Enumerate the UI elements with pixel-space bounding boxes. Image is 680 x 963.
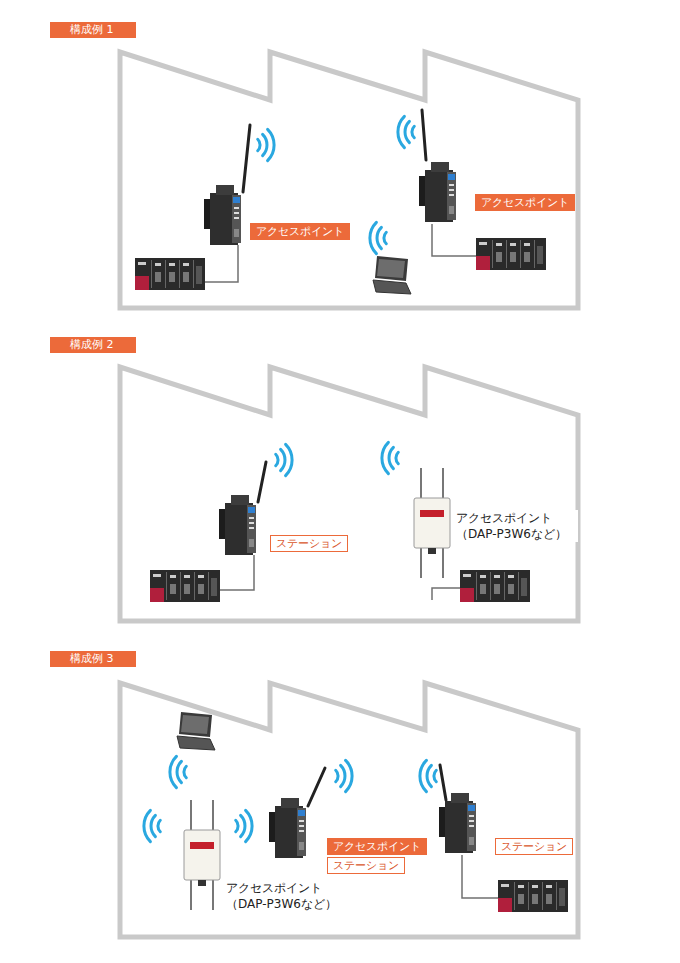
wireless-device [439, 793, 476, 853]
mode-tag-outlined: ステーション [495, 838, 573, 855]
outdoor-access-point [184, 800, 220, 910]
wireless-device [419, 162, 456, 222]
plc-unit [135, 258, 205, 290]
mode-text: アクセスポイント [333, 839, 421, 854]
plc-unit [150, 570, 220, 602]
factory-area: 構成例 2ステーション [120, 367, 578, 621]
mode-tag-outlined: ステーション [270, 535, 348, 552]
wireless-device [219, 495, 256, 555]
plc-unit [460, 570, 530, 602]
mode-tag-filled: アクセスポイント [250, 223, 350, 240]
antenna [243, 110, 446, 806]
radio-waves [382, 442, 398, 473]
wireless-device [204, 185, 241, 245]
wireless-device [269, 798, 306, 858]
example-heading: 構成例 1 [50, 22, 136, 38]
outdoor-access-point [414, 468, 450, 578]
mode-tag-filled: アクセスポイント [327, 838, 427, 855]
heading-text: 構成例 2 [70, 338, 114, 351]
cable [205, 224, 498, 898]
radio-waves [370, 222, 386, 253]
example-heading: 構成例 2 [50, 337, 136, 353]
heading-text: 構成例 3 [70, 652, 114, 665]
mode-text: アクセスポイント [481, 195, 569, 210]
laptop [177, 712, 215, 750]
mode-tag-filled: アクセスポイント [475, 194, 575, 211]
device-label: アクセスポイント （DAP-P3W6など） [456, 510, 578, 542]
mode-text: ステーション [501, 839, 567, 854]
radio-waves [398, 116, 414, 147]
factory-outline [120, 52, 578, 308]
plc-unit [498, 880, 568, 912]
plc-unit [476, 238, 546, 270]
laptop [373, 256, 411, 294]
factory-area: 構成例 3アクセスポイントステーションステーション [120, 683, 578, 937]
mode-text: ステーション [333, 858, 399, 873]
radio-waves [170, 756, 186, 787]
radio-waves [144, 810, 160, 841]
radio-waves [236, 810, 252, 841]
mode-tag-outlined: ステーション [327, 857, 405, 874]
radio-waves [276, 444, 292, 475]
device-label: アクセスポイント （DAP-P3W6など） [226, 880, 348, 912]
factory-area: 構成例 1アクセスポイントアクセスポイント [120, 52, 578, 308]
mode-text: アクセスポイント [256, 224, 344, 239]
heading-text: 構成例 1 [70, 23, 114, 36]
factory-outline [120, 367, 578, 621]
factory-outline [120, 683, 578, 937]
example-heading: 構成例 3 [50, 651, 136, 667]
mode-text: ステーション [276, 536, 342, 551]
radio-waves [336, 760, 352, 791]
radio-waves [420, 760, 436, 791]
radio-waves [258, 129, 274, 160]
